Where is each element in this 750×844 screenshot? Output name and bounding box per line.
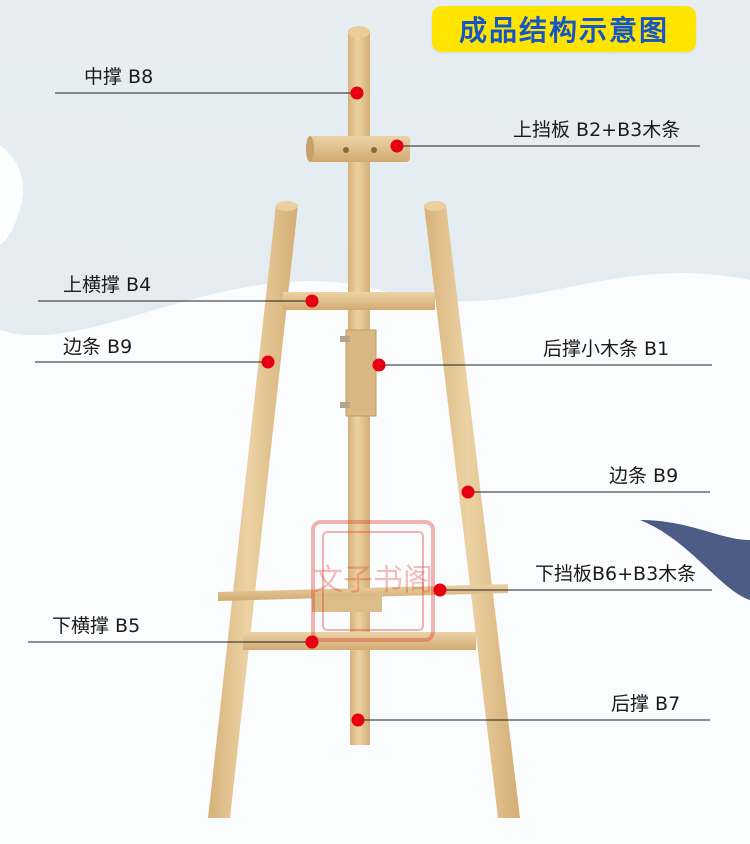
title-badge: 成品结构示意图 bbox=[432, 6, 696, 52]
marker-b5 bbox=[305, 635, 319, 649]
marker-b9-left bbox=[261, 355, 275, 369]
background-accent-right bbox=[640, 520, 750, 600]
marker-b4 bbox=[305, 294, 319, 308]
watermark-text: 文子书阁 bbox=[313, 563, 433, 598]
label-b8: 中撑 B8 bbox=[84, 66, 154, 88]
marker-b1 bbox=[372, 358, 386, 372]
top-clamp-b2b3 bbox=[308, 136, 410, 162]
watermark-seal bbox=[311, 520, 435, 642]
back-piece-b1 bbox=[345, 329, 377, 417]
top-clamp-end bbox=[306, 136, 314, 162]
label-b7: 后撑 B7 bbox=[611, 693, 681, 715]
lower-tray-support bbox=[312, 596, 382, 612]
page-title: 成品结构示意图 bbox=[458, 14, 669, 47]
right-leg-top bbox=[424, 201, 446, 211]
label-b6b3: 下挡板B6+B3木条 bbox=[535, 563, 697, 585]
b1-bracket bbox=[340, 336, 350, 342]
marker-b6b3 bbox=[433, 583, 447, 597]
mast-top bbox=[348, 26, 370, 38]
upper-crossbar-b4 bbox=[283, 292, 435, 310]
left-leg-b9 bbox=[208, 205, 298, 818]
marker-b9-right bbox=[461, 485, 475, 499]
label-b1: 后撑小木条 B1 bbox=[543, 338, 670, 360]
background-cloud bbox=[0, 273, 750, 844]
label-b9-left: 边条 B9 bbox=[63, 336, 133, 358]
leader-lines bbox=[28, 92, 712, 721]
top-clamp-bolt bbox=[343, 147, 349, 153]
left-leg-top bbox=[276, 201, 298, 211]
top-clamp-bolt bbox=[371, 147, 377, 153]
label-b2b3: 上挡板 B2+B3木条 bbox=[513, 119, 681, 141]
label-b5: 下横撑 B5 bbox=[52, 615, 141, 637]
lower-crossbar-b5 bbox=[243, 632, 476, 650]
center-mast-b8 bbox=[348, 30, 370, 600]
b1-bracket bbox=[340, 402, 350, 408]
marker-b8 bbox=[350, 86, 364, 100]
label-b9-right: 边条 B9 bbox=[609, 465, 679, 487]
marker-b2b3 bbox=[390, 139, 404, 153]
background-cloud-left bbox=[0, 145, 24, 245]
marker-b7 bbox=[351, 713, 365, 727]
markers bbox=[261, 86, 475, 727]
right-leg-b9 bbox=[424, 205, 520, 818]
label-b4: 上横撑 B4 bbox=[63, 274, 152, 296]
